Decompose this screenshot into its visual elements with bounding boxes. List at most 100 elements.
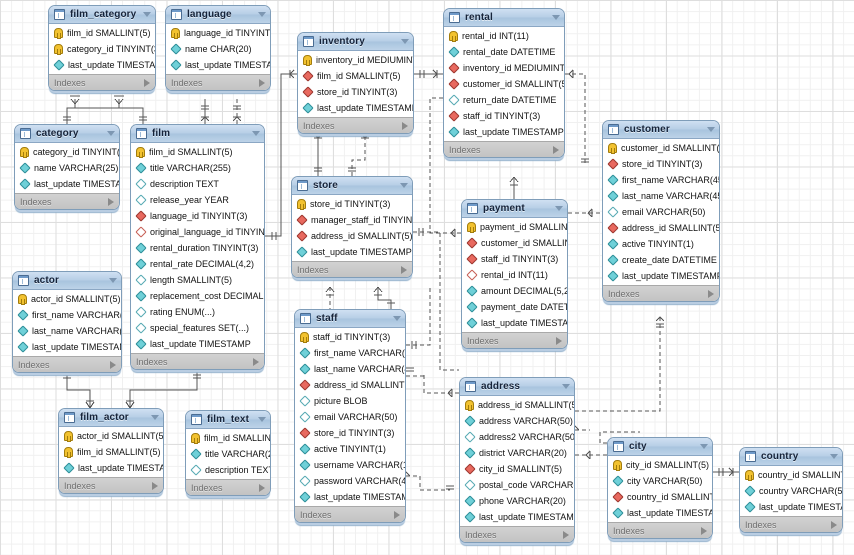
chevron-down-icon[interactable] xyxy=(401,39,409,44)
expand-arrow-icon[interactable] xyxy=(402,121,408,130)
expand-arrow-icon[interactable] xyxy=(108,197,114,206)
column-row[interactable]: category_id TINYINT(3) xyxy=(15,144,119,160)
column-row[interactable]: amount DECIMAL(5,2) xyxy=(462,283,567,299)
column-row[interactable]: country_id SMALLINT(5) xyxy=(608,489,712,505)
expand-arrow-icon[interactable] xyxy=(831,520,837,529)
table-header-film[interactable]: film xyxy=(131,125,264,143)
column-row[interactable]: title VARCHAR(255) xyxy=(186,446,270,462)
column-row[interactable]: address_id SMALLINT(5) xyxy=(295,377,405,393)
column-row[interactable]: replacement_cost DECIMAL(5,2) xyxy=(131,288,264,304)
column-row[interactable]: rental_id INT(11) xyxy=(462,267,567,283)
column-row[interactable]: rating ENUM(...) xyxy=(131,304,264,320)
indexes-section-actor[interactable]: Indexes xyxy=(13,356,121,372)
table-header-payment[interactable]: payment xyxy=(462,200,567,218)
indexes-section-film_text[interactable]: Indexes xyxy=(186,479,270,495)
chevron-down-icon[interactable] xyxy=(143,12,151,17)
column-row[interactable]: address VARCHAR(50) xyxy=(460,413,574,429)
expand-arrow-icon[interactable] xyxy=(556,336,562,345)
column-row[interactable]: last_name VARCHAR(45) xyxy=(13,323,121,339)
column-row[interactable]: picture BLOB xyxy=(295,393,405,409)
expand-arrow-icon[interactable] xyxy=(563,530,569,539)
indexes-section-film_actor[interactable]: Indexes xyxy=(59,477,163,493)
expand-arrow-icon[interactable] xyxy=(259,483,265,492)
column-row[interactable]: description TEXT xyxy=(186,462,270,478)
column-row[interactable]: last_update TIMESTAMP xyxy=(166,57,270,73)
column-row[interactable]: address2 VARCHAR(50) xyxy=(460,429,574,445)
table-header-actor[interactable]: actor xyxy=(13,272,121,290)
column-row[interactable]: description TEXT xyxy=(131,176,264,192)
expand-arrow-icon[interactable] xyxy=(401,265,407,274)
column-row[interactable]: store_id TINYINT(3) xyxy=(603,156,719,172)
column-row[interactable]: city VARCHAR(50) xyxy=(608,473,712,489)
column-row[interactable]: email VARCHAR(50) xyxy=(603,204,719,220)
column-row[interactable]: film_id SMALLINT(6) xyxy=(186,430,270,446)
column-row[interactable]: store_id TINYINT(3) xyxy=(298,84,413,100)
table-header-film_category[interactable]: film_category xyxy=(49,6,155,24)
column-row[interactable]: last_update TIMESTAMP xyxy=(444,124,564,140)
table-header-city[interactable]: city xyxy=(608,438,712,456)
expand-arrow-icon[interactable] xyxy=(701,526,707,535)
column-row[interactable]: rental_duration TINYINT(3) xyxy=(131,240,264,256)
column-row[interactable]: first_name VARCHAR(45) xyxy=(295,345,405,361)
chevron-down-icon[interactable] xyxy=(700,444,708,449)
column-row[interactable]: last_update TIMESTAMP xyxy=(608,505,712,521)
column-row[interactable]: inventory_id MEDIUMINT(8) xyxy=(444,60,564,76)
table-header-rental[interactable]: rental xyxy=(444,9,564,27)
column-row[interactable]: release_year YEAR xyxy=(131,192,264,208)
expand-arrow-icon[interactable] xyxy=(708,289,714,298)
column-row[interactable]: email VARCHAR(50) xyxy=(295,409,405,425)
table-header-film_actor[interactable]: film_actor xyxy=(59,409,163,427)
column-row[interactable]: username VARCHAR(16) xyxy=(295,457,405,473)
column-row[interactable]: actor_id SMALLINT(5) xyxy=(59,428,163,444)
column-row[interactable]: address_id SMALLINT(5) xyxy=(292,228,412,244)
column-row[interactable]: rental_id INT(11) xyxy=(444,28,564,44)
indexes-section-city[interactable]: Indexes xyxy=(608,522,712,538)
column-row[interactable]: length SMALLINT(5) xyxy=(131,272,264,288)
indexes-section-address[interactable]: Indexes xyxy=(460,526,574,542)
column-row[interactable]: staff_id TINYINT(3) xyxy=(462,251,567,267)
expand-arrow-icon[interactable] xyxy=(553,145,559,154)
expand-arrow-icon[interactable] xyxy=(259,78,265,87)
column-row[interactable]: film_id SMALLINT(5) xyxy=(298,68,413,84)
column-row[interactable]: active TINYINT(1) xyxy=(295,441,405,457)
table-header-inventory[interactable]: inventory xyxy=(298,33,413,51)
column-row[interactable]: create_date DATETIME xyxy=(603,252,719,268)
column-row[interactable]: last_update TIMESTAMP xyxy=(462,315,567,331)
column-row[interactable]: name CHAR(20) xyxy=(166,41,270,57)
column-row[interactable]: film_id SMALLINT(5) xyxy=(59,444,163,460)
expand-arrow-icon[interactable] xyxy=(144,78,150,87)
column-row[interactable]: rental_date DATETIME xyxy=(444,44,564,60)
column-row[interactable]: last_update TIMESTAMP xyxy=(298,100,413,116)
column-row[interactable]: first_name VARCHAR(45) xyxy=(603,172,719,188)
column-row[interactable]: city_id SMALLINT(5) xyxy=(608,457,712,473)
column-row[interactable]: category_id TINYINT(3) xyxy=(49,41,155,57)
column-row[interactable]: last_update TIMESTAMP xyxy=(292,244,412,260)
chevron-down-icon[interactable] xyxy=(552,15,560,20)
chevron-down-icon[interactable] xyxy=(707,127,715,132)
column-row[interactable]: active TINYINT(1) xyxy=(603,236,719,252)
column-row[interactable]: film_id SMALLINT(5) xyxy=(131,144,264,160)
column-row[interactable]: address_id SMALLINT(5) xyxy=(460,397,574,413)
chevron-down-icon[interactable] xyxy=(830,454,838,459)
chevron-down-icon[interactable] xyxy=(252,131,260,136)
column-row[interactable]: customer_id SMALLINT(5) xyxy=(603,140,719,156)
table-header-country[interactable]: country xyxy=(740,448,842,466)
chevron-down-icon[interactable] xyxy=(555,206,563,211)
column-row[interactable]: password VARCHAR(40) xyxy=(295,473,405,489)
column-row[interactable]: country_id SMALLINT(5) xyxy=(740,467,842,483)
chevron-down-icon[interactable] xyxy=(107,131,115,136)
column-row[interactable]: store_id TINYINT(3) xyxy=(292,196,412,212)
column-row[interactable]: staff_id TINYINT(3) xyxy=(295,329,405,345)
column-row[interactable]: inventory_id MEDIUMINT(8) xyxy=(298,52,413,68)
column-row[interactable]: last_update TIMESTAMP xyxy=(460,509,574,525)
table-header-store[interactable]: store xyxy=(292,177,412,195)
column-row[interactable]: actor_id SMALLINT(5) xyxy=(13,291,121,307)
